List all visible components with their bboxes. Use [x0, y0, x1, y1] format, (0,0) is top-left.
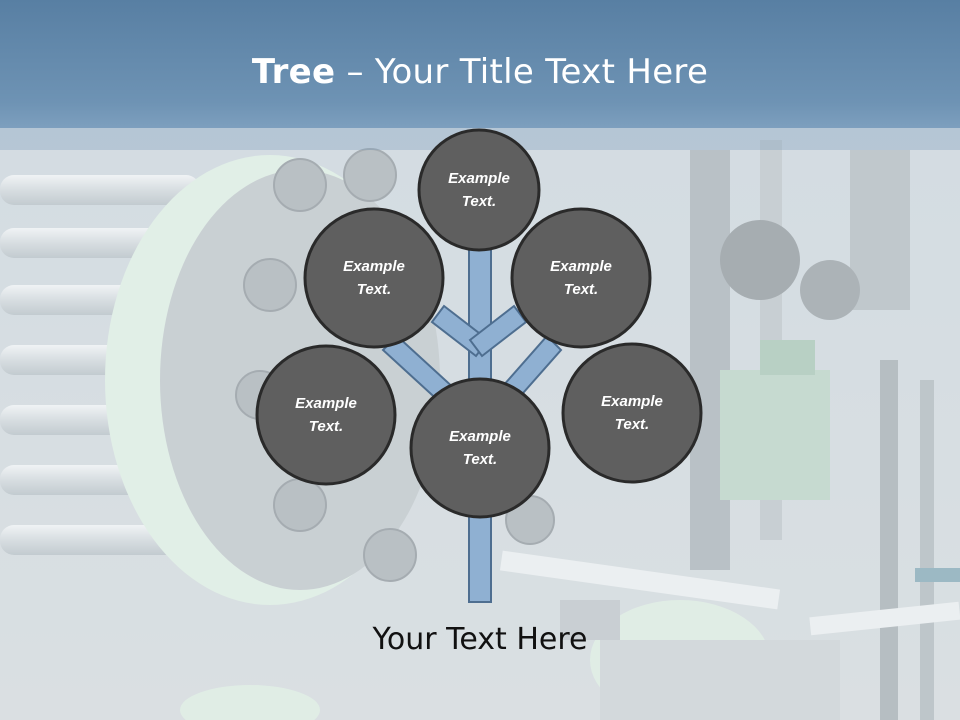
node-label-upper-left: Example Text. — [319, 255, 429, 301]
node-circle-center — [409, 377, 551, 519]
node-label-line: Text. — [308, 418, 344, 435]
node-label-line: Example — [550, 258, 612, 275]
tree-nodes — [255, 128, 703, 519]
machinery-right — [180, 140, 960, 720]
node-label-lower-right: Example Text. — [577, 390, 687, 436]
node-label-line: Example — [295, 395, 357, 412]
node-circle-top — [417, 128, 541, 252]
slide-title: Tree – Your Title Text Here — [0, 52, 960, 92]
node-label-line: Example — [448, 170, 510, 187]
footer-text: Your Text Here — [372, 622, 588, 657]
node-label-line: Text. — [462, 451, 498, 468]
title-separator: – — [335, 52, 375, 92]
node-label-line: Text. — [461, 193, 497, 210]
node-label-line: Example — [601, 393, 663, 410]
node-label-top: Example Text. — [424, 167, 534, 213]
roller-hubs — [235, 148, 555, 582]
node-circle-lower-left — [255, 344, 397, 486]
node-label-line: Example — [343, 258, 405, 275]
node-label-lower-left: Example Text. — [271, 392, 381, 438]
node-label-center: Example Text. — [425, 425, 535, 471]
node-circle-lower-right — [561, 342, 703, 484]
title-band — [0, 0, 960, 128]
node-label-line: Text. — [614, 416, 650, 433]
node-circle-upper-right — [510, 207, 652, 349]
node-label-line: Text. — [356, 281, 392, 298]
title-rest: Your Title Text Here — [374, 52, 709, 92]
node-label-line: Text. — [563, 281, 599, 298]
node-circle-upper-left — [303, 207, 445, 349]
title-bold-part: Tree — [251, 52, 336, 92]
node-label-line: Example — [449, 428, 511, 445]
node-label-upper-right: Example Text. — [526, 255, 636, 301]
